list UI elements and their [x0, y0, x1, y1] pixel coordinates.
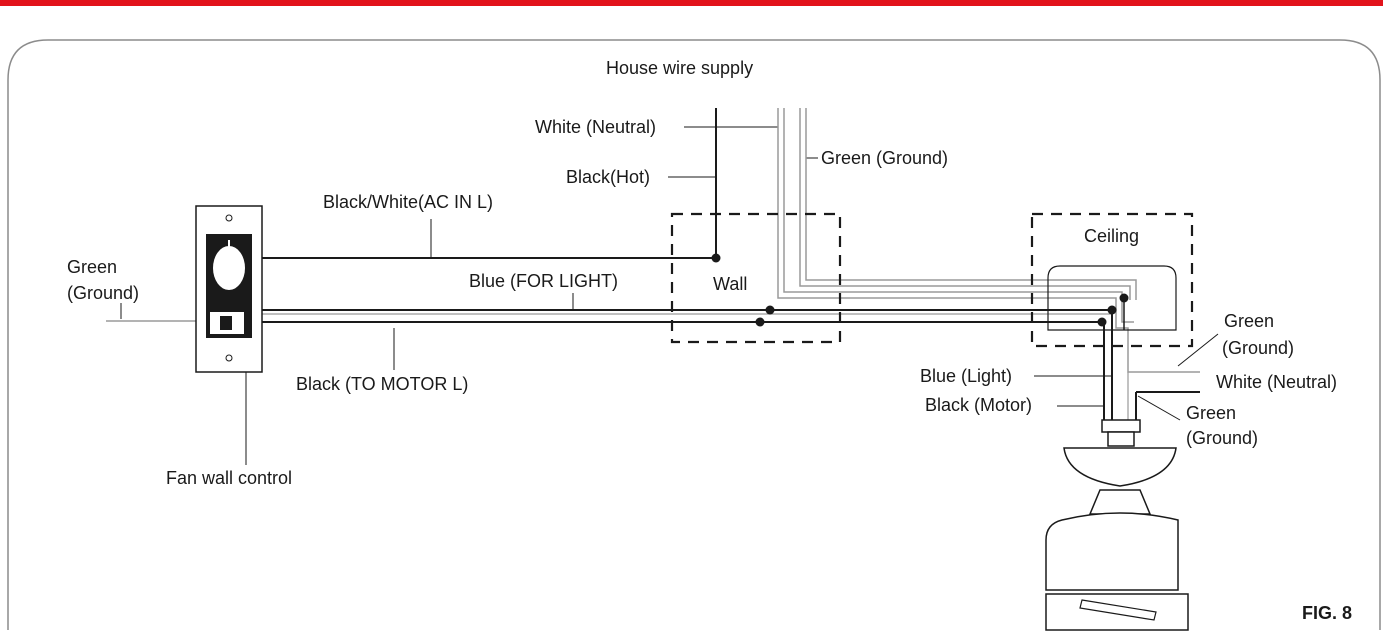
top-accent-bar [0, 0, 1383, 6]
control-top-screw [225, 214, 233, 222]
black-hot-label: Black(Hot) [566, 167, 650, 187]
green-ground-fan-label-1: Green [1186, 403, 1236, 423]
fan-wall-control [195, 205, 263, 373]
house-wire-supply-label: House wire supply [606, 58, 753, 78]
black-to-motor-label: Black (TO MOTOR L) [296, 374, 468, 394]
green-ground-right-label-2: (Ground) [1222, 338, 1294, 358]
fan-downrod [1107, 431, 1135, 447]
ceiling-ground-junction-dot [1119, 293, 1129, 303]
wall-blue-junction-dot [765, 305, 775, 315]
wall-box [670, 212, 842, 344]
fan-wall-control-label: Fan wall control [166, 468, 292, 488]
green-ground-in-label: Green (Ground) [821, 148, 948, 168]
fan-neck [1088, 489, 1152, 515]
green-ground-fan-label-2: (Ground) [1186, 428, 1258, 448]
leader-green-ground-fan [1137, 395, 1181, 421]
ceiling-box [1030, 212, 1194, 348]
leader-lines [120, 126, 1219, 465]
ceiling-black-junction-dot [1097, 317, 1107, 327]
green-ground-control-label-2: (Ground) [67, 283, 139, 303]
wall-black-junction-dot [755, 317, 765, 327]
ceiling-label: Ceiling [1084, 226, 1139, 246]
blue-light-label: Blue (Light) [920, 366, 1012, 386]
green-ground-right-label-1: Green [1224, 311, 1274, 331]
figure-label: FIG. 8 [1302, 603, 1352, 623]
blue-for-light-label: Blue (FOR LIGHT) [469, 271, 618, 291]
black-white-ac-label: Black/White(AC IN L) [323, 192, 493, 212]
green-ground-control-label-1: Green [67, 257, 117, 277]
wall-label: Wall [713, 274, 747, 294]
fan-motor-housing [1045, 512, 1179, 591]
black-motor-label: Black (Motor) [925, 395, 1032, 415]
diagram-frame [7, 39, 1381, 630]
control-speed-knob [213, 246, 245, 290]
green-ground-wire [799, 108, 1137, 300]
wall-junction-dot [711, 253, 721, 263]
fan-blade-iron [1079, 599, 1157, 621]
leader-green-ground-right [1177, 333, 1219, 367]
control-switch-toggle [220, 316, 232, 330]
ceiling-canopy [1047, 265, 1177, 331]
fan-canopy-cup [1063, 447, 1177, 487]
white-neutral-out-label: White (Neutral) [1216, 372, 1337, 392]
fan-lead-bundle [1103, 310, 1200, 420]
white-neutral-in-label: White (Neutral) [535, 117, 656, 137]
ceiling-fan [1045, 419, 1189, 631]
control-bottom-screw [225, 354, 233, 362]
fan-downrod-top [1101, 419, 1141, 433]
